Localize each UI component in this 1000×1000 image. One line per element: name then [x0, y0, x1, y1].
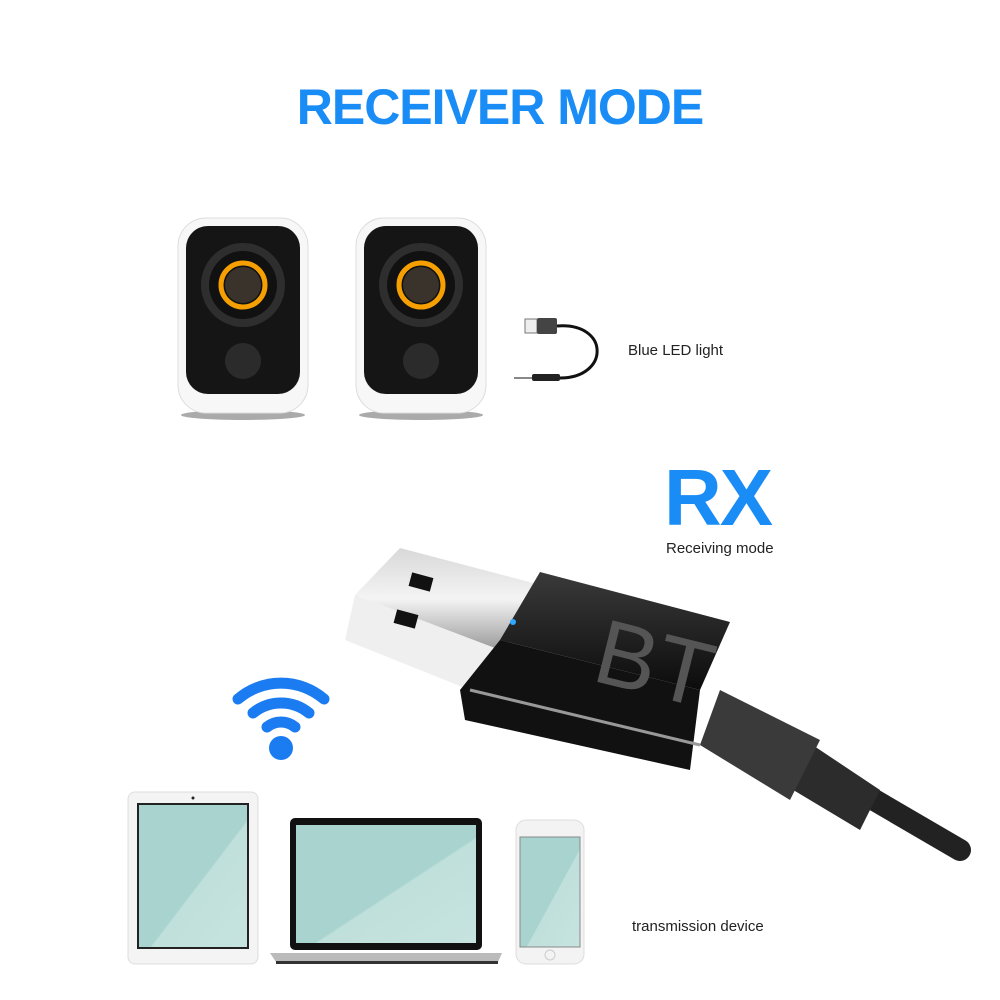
mode-name: Receiving mode — [666, 540, 774, 557]
laptop-icon — [270, 818, 502, 964]
tablet-icon — [127, 791, 259, 965]
usb-aux-cable-icon — [514, 318, 599, 381]
phone-icon — [515, 819, 585, 965]
mode-code: RX — [664, 453, 773, 542]
transmission-device-label: transmission device — [632, 918, 764, 935]
speaker-icon — [355, 217, 487, 420]
speaker-icon — [177, 217, 309, 420]
bluetooth-dongle-icon: BT — [345, 548, 971, 861]
blue-led-label: Blue LED light — [628, 342, 724, 359]
wifi-icon — [232, 677, 330, 760]
page-title: RECEIVER MODE — [296, 79, 705, 135]
